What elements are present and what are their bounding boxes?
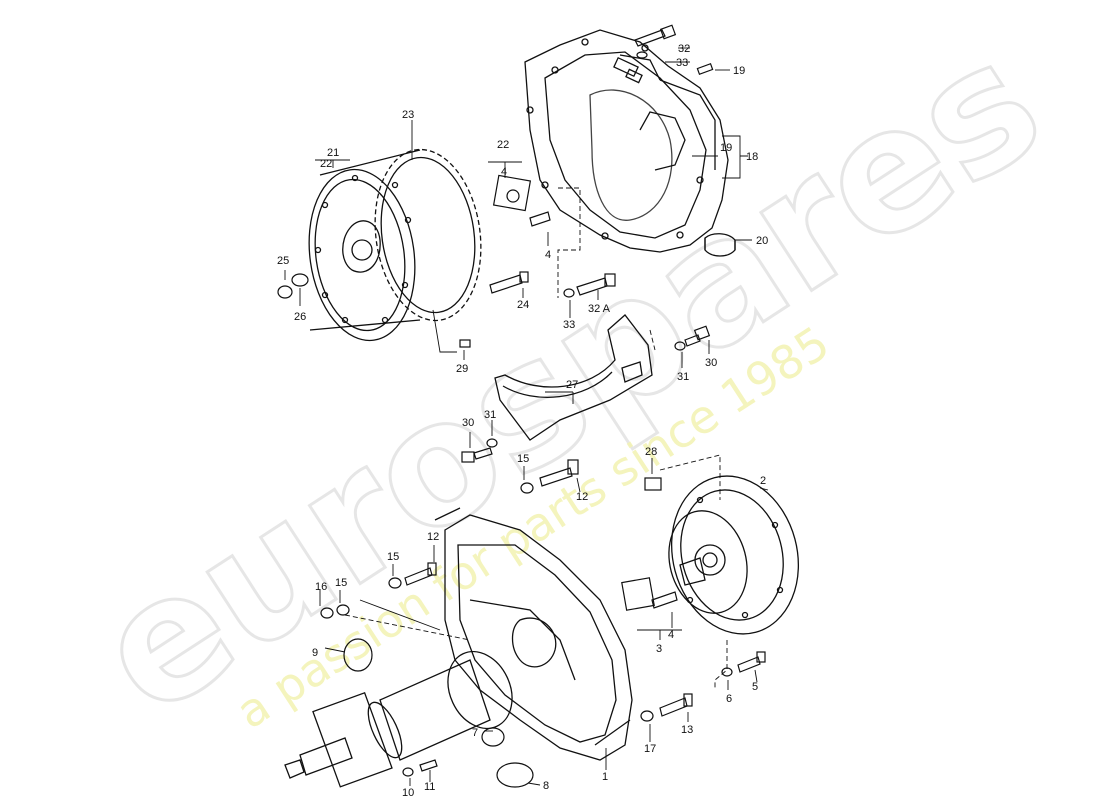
part-label-22: 22 (320, 158, 332, 170)
bell-housing (524, 29, 736, 257)
part-label-29: 29 (456, 363, 468, 375)
part-label-24: 24 (517, 299, 529, 311)
part-label-8: 8 (543, 780, 549, 792)
part-label-3: 3 (656, 643, 662, 655)
part-label-12: 12 (576, 491, 588, 503)
part-label-25: 25 (277, 255, 289, 267)
part-label-5: 5 (752, 681, 758, 693)
part-label-22: 22 (497, 139, 509, 151)
part-label-31: 31 (677, 371, 689, 383)
leader-lines (284, 47, 769, 786)
part-label-15: 15 (517, 453, 529, 465)
part-label-19: 19 (720, 142, 732, 154)
transmission-case (284, 507, 633, 788)
part-label-23: 23 (402, 109, 414, 121)
part-label-30: 30 (462, 417, 474, 429)
part-label-26: 26 (294, 311, 306, 323)
part-label-12: 12 (427, 531, 439, 543)
part-label-11: 11 (424, 781, 435, 793)
oil-pump (668, 475, 800, 635)
part-label-4: 4 (501, 166, 507, 178)
part-label-2: 2 (760, 475, 766, 487)
part-labels: 1 2 3 4 4 4 5 6 7 8 9 10 11 12 12 13 15 … (277, 43, 768, 799)
part-label-32: 32 (678, 43, 690, 55)
part-label-15: 15 (335, 577, 347, 589)
part-label-10: 10 (402, 787, 414, 799)
part-label-6: 6 (726, 693, 732, 705)
part-label-28: 28 (645, 446, 657, 458)
part-label-4: 4 (545, 249, 551, 261)
part-label-19: 19 (733, 65, 745, 77)
part-label-4: 4 (668, 629, 674, 641)
part-label-1: 1 (602, 771, 608, 783)
part-label-15: 15 (387, 551, 399, 563)
part-label-18: 18 (746, 151, 758, 163)
part-label-32a: 32 A (588, 303, 611, 315)
part-label-30: 30 (705, 357, 717, 369)
part-label-13: 13 (681, 724, 693, 736)
part-label-20: 20 (756, 235, 768, 247)
part-label-31: 31 (484, 409, 496, 421)
part-label-16: 16 (315, 581, 327, 593)
part-label-9: 9 (312, 647, 318, 659)
cover-plate (494, 314, 653, 441)
part-label-33: 33 (563, 319, 575, 331)
part-label-27: 27 (566, 379, 578, 391)
part-label-17: 17 (644, 743, 656, 755)
torque-converter (308, 148, 482, 342)
part-label-21: 21 (327, 147, 339, 159)
part-label-33: 33 (676, 57, 688, 69)
part-label-7: 7 (472, 727, 478, 739)
